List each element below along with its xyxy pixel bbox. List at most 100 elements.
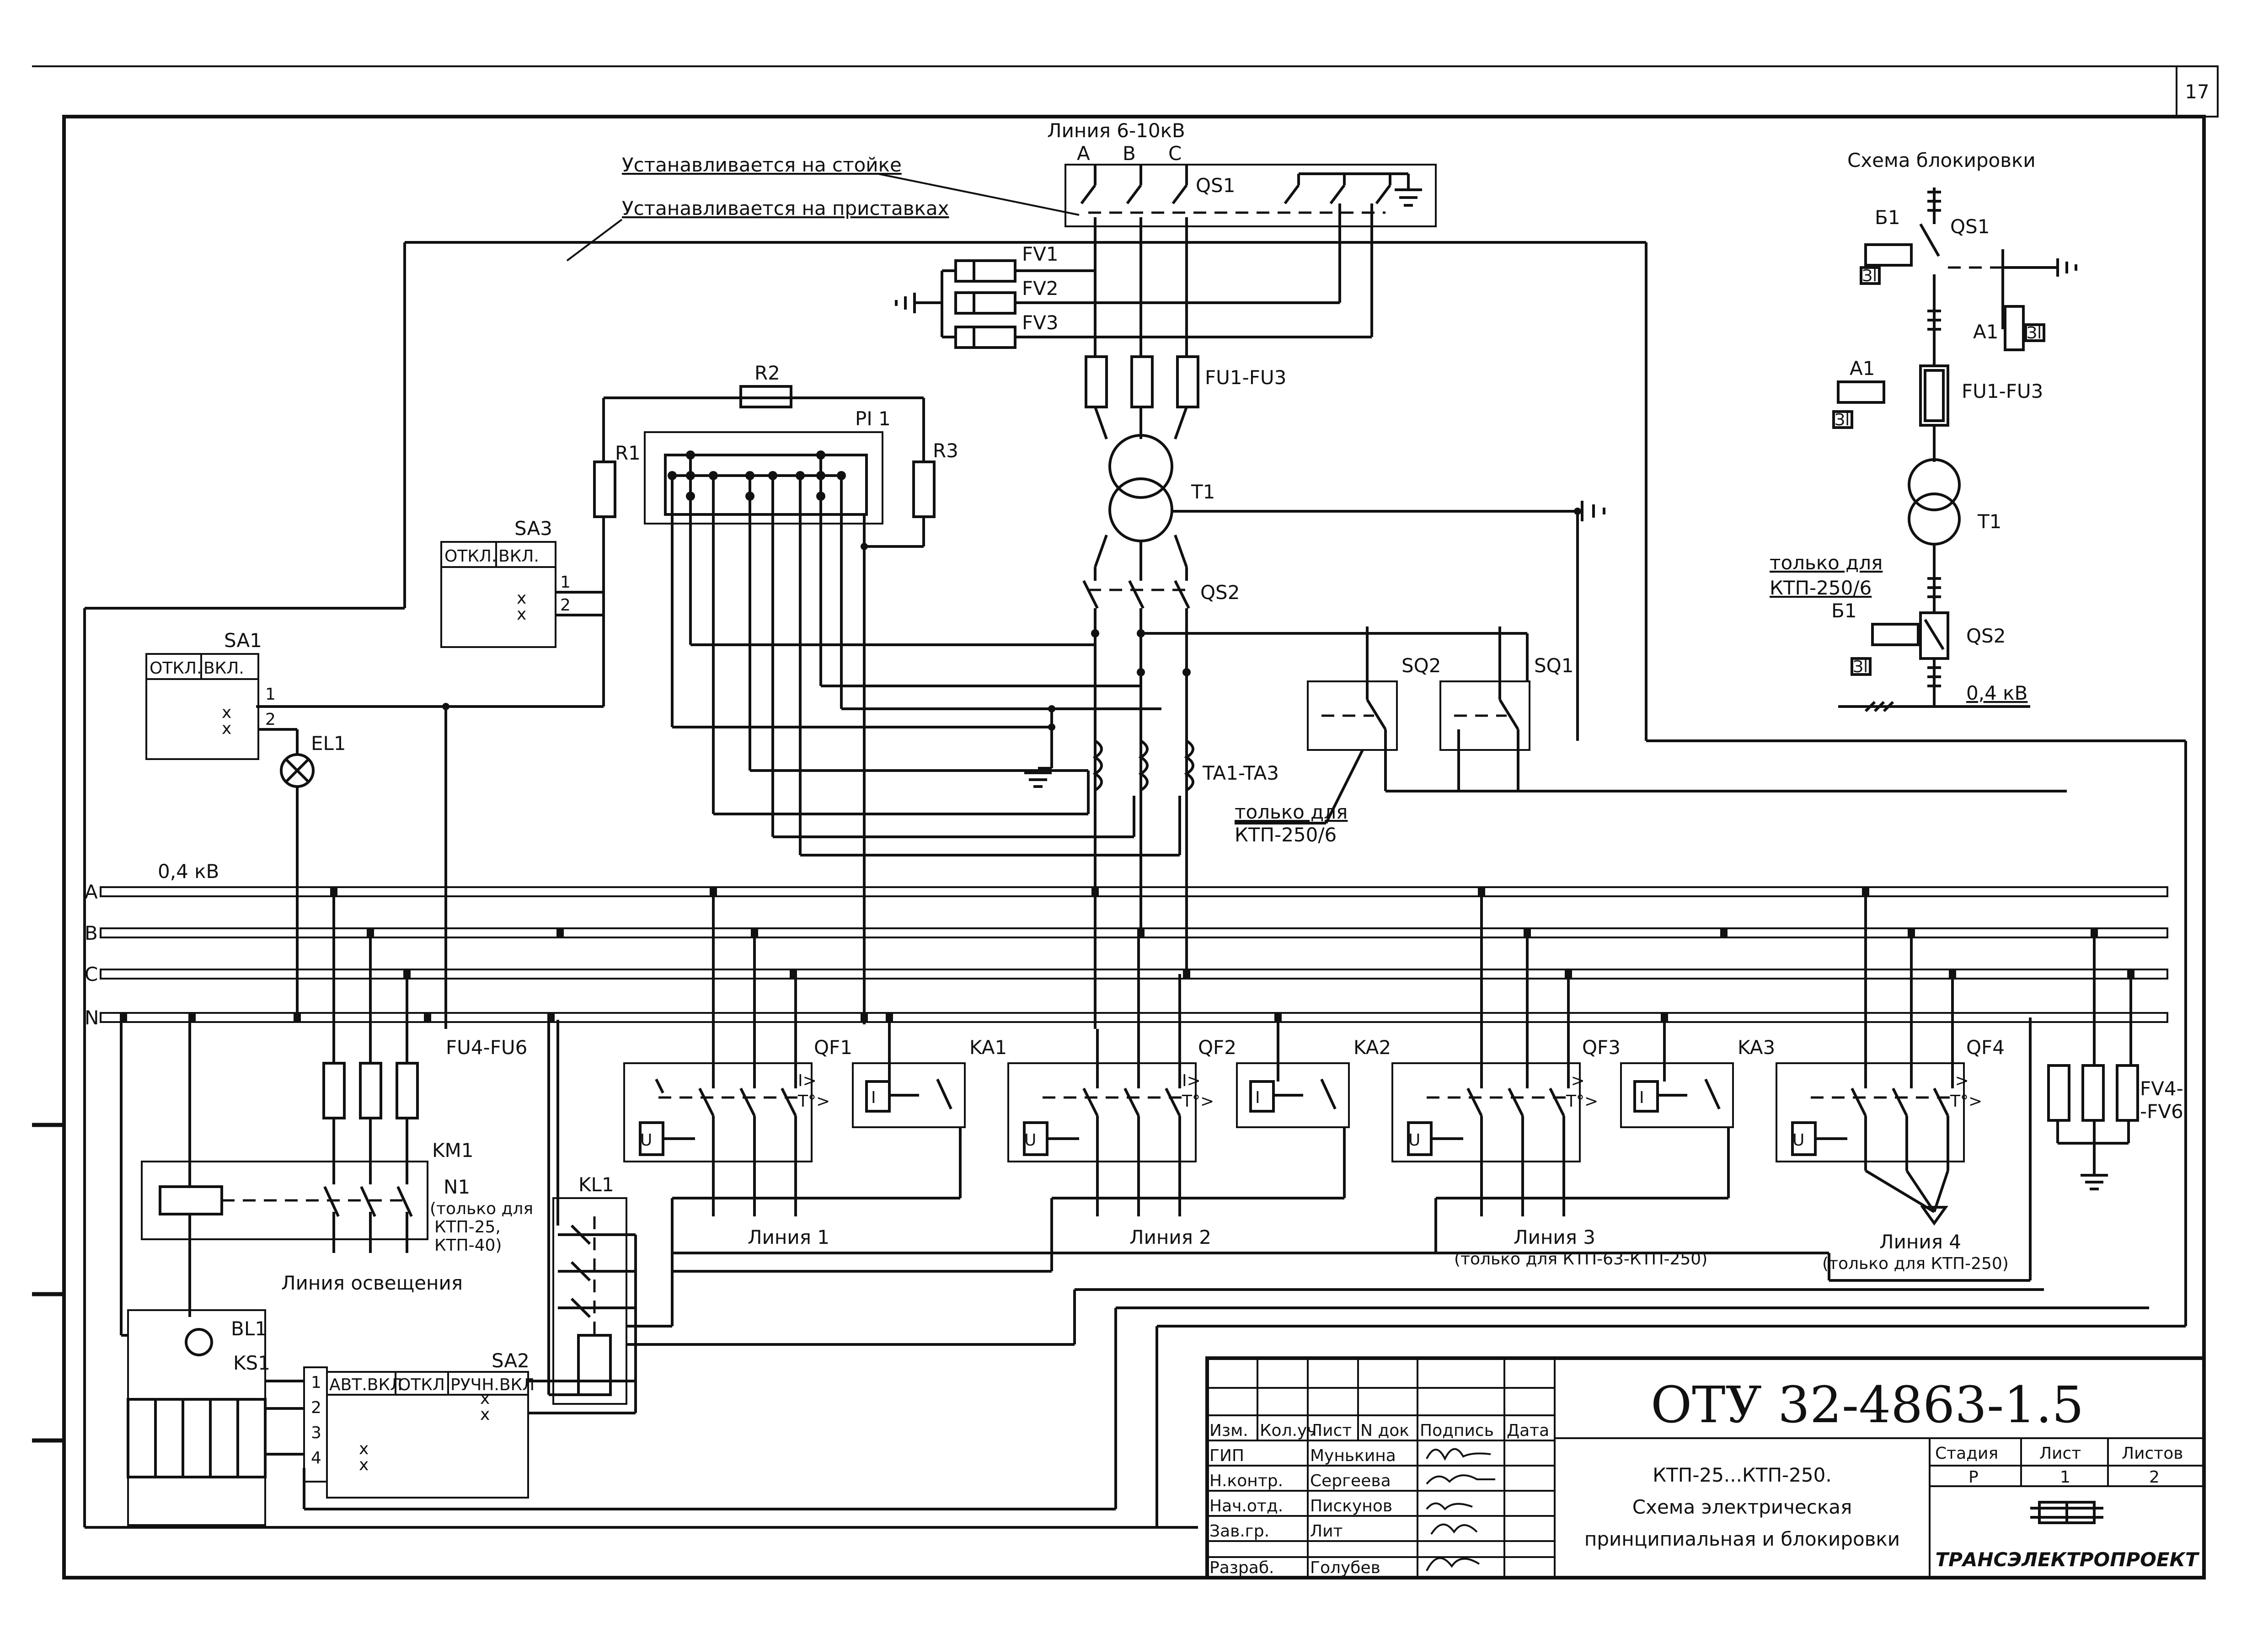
lamp-el1-cross [284, 758, 310, 783]
il-voltage-label: 0,4 кВ [1966, 682, 2027, 704]
ka1-label: KA1 [969, 1036, 1007, 1059]
sa3-label: SA3 [514, 517, 552, 540]
fv2-label: FV2 [1022, 277, 1059, 300]
r2-label: R2 [754, 362, 780, 384]
kl1-label: KL1 [578, 1173, 614, 1196]
bus-b-label: B [85, 922, 98, 944]
sa2-mark3: x [359, 1440, 369, 1458]
il-b1-label-2: Б1 [1831, 600, 1857, 622]
sa2-mark1: x [480, 1389, 490, 1408]
km1-label: KM1 [432, 1139, 474, 1162]
svg-text:I: I [1639, 1088, 1644, 1107]
title-block [1205, 1356, 2206, 1579]
company-name: ТРАНСЭЛЕКТРОПРОЕКТ [1935, 1548, 2199, 1571]
page-number: 17 [2185, 80, 2209, 103]
n1-note-1: (только для [430, 1199, 533, 1218]
fv1-label: FV1 [1022, 243, 1059, 265]
feeder-4 [1776, 892, 2032, 1282]
sa2-pin4: 4 [311, 1449, 321, 1467]
sa2-manual: РУЧН.ВКЛ [450, 1376, 535, 1394]
sq1-label: SQ1 [1534, 654, 1573, 677]
fv4-label: FV4- [2140, 1077, 2183, 1100]
il-qs1-label: QS1 [1950, 215, 1990, 238]
qs1-enclosure [1064, 164, 1437, 227]
tb-sheet: 1 [2060, 1468, 2070, 1487]
bus-a-label: A [85, 881, 98, 903]
qf1-label: QF1 [814, 1036, 852, 1059]
il-a1-label: A1 [1973, 321, 1998, 343]
fu1-fu3-label: FU1-FU3 [1205, 366, 1286, 389]
ka3-label: KA3 [1738, 1036, 1775, 1059]
el1-label: EL1 [311, 732, 346, 755]
svg-text:U: U [1792, 1131, 1804, 1150]
sa2-mark2: x [480, 1405, 490, 1424]
svg-text:U: U [1024, 1131, 1036, 1150]
km1-enclosure [141, 1161, 428, 1240]
line4-note: (только для КТП-250) [1822, 1254, 2009, 1273]
sa3-on: ВКЛ. [498, 547, 539, 566]
n1-note-3: КТП-40) [434, 1236, 502, 1255]
fv6-label: -FV6 [2140, 1100, 2183, 1123]
tb-role: Нач.отд. [1209, 1497, 1283, 1515]
surge-arresters-fv4-fv6 [2047, 933, 2139, 1190]
bl1-sensor [185, 1328, 213, 1356]
tb-col-sign: Подпись [1420, 1421, 1494, 1440]
photo-relay-enclosure [127, 1309, 266, 1526]
km1-contact [323, 1186, 340, 1217]
bl1-label: BL1 [231, 1317, 267, 1340]
busbars [100, 886, 2168, 1023]
kl1-enclosure [552, 1197, 627, 1405]
km1-coil [159, 1185, 223, 1215]
tb-name: Пискунов [1310, 1497, 1392, 1515]
page-number-box [2176, 65, 2219, 118]
line4-label: Линия 4 [1879, 1231, 1961, 1253]
sa1-pin1: 1 [265, 685, 276, 704]
tb-description-3: принципиальная и блокировки [1584, 1528, 1900, 1550]
signature-marks [1426, 1448, 1495, 1571]
qs1-label: QS1 [1196, 174, 1235, 197]
sa1-on: ВКЛ. [203, 659, 244, 678]
tb-description-2: Схема электрическая [1632, 1496, 1852, 1518]
tb-role: Н.контр. [1209, 1472, 1283, 1490]
hv-fuses [1085, 265, 1199, 440]
sa2-label: SA2 [492, 1349, 530, 1372]
ta-label: TA1-TA3 [1202, 762, 1279, 784]
bus-taps [120, 888, 2134, 1021]
kl1-contacts [556, 1020, 636, 1335]
sa3-mark1: x [517, 589, 526, 608]
interlock-title: Схема блокировки [1847, 149, 2036, 171]
outer-control-wiring [83, 241, 2187, 1529]
km1-contact [396, 1186, 413, 1217]
pi1-label: PI 1 [855, 407, 891, 430]
tb-role: Зав.гр. [1209, 1522, 1269, 1541]
svg-text:I>: I> [1182, 1071, 1201, 1090]
ks1-label: KS1 [233, 1352, 270, 1374]
il-lock-key: Зl [1853, 658, 1868, 676]
line3-label: Линия 3 [1514, 1226, 1595, 1248]
sa2-mark4: x [359, 1456, 369, 1474]
sa3-mark2: x [517, 605, 526, 624]
qf2-label: QF2 [1198, 1036, 1236, 1059]
sa3-pin1: 1 [560, 573, 571, 592]
tb-name: Сергеева [1310, 1472, 1391, 1490]
tb-col-kol: Кол.уч [1260, 1421, 1317, 1440]
line1-label: Линия 1 [748, 1226, 829, 1248]
svg-text:U: U [1408, 1131, 1420, 1150]
sa2-auto: АВТ.ВКЛ [329, 1376, 402, 1394]
bus-voltage-label: 0,4 кВ [158, 860, 219, 883]
n1-label: N1 [444, 1176, 470, 1198]
drawing-frame [62, 115, 2206, 1579]
note-rack-mount: Устанавливается на стойке [622, 154, 902, 176]
qs2-label: QS2 [1200, 581, 1240, 604]
feeder-1 [623, 892, 966, 1216]
bus-n-label: N [85, 1007, 99, 1029]
interlock-diagram [1832, 187, 2077, 712]
svg-text:U: U [640, 1131, 652, 1150]
surge-arresters-fv1-fv3 [895, 203, 1373, 349]
transformer-t1 [1094, 434, 1605, 568]
il-lock-key: Зl [2027, 324, 2042, 343]
n1-note-2: КТП-25, [434, 1218, 501, 1237]
line2-label: Линия 2 [1129, 1226, 1211, 1248]
tb-role: ГИП [1209, 1446, 1244, 1465]
